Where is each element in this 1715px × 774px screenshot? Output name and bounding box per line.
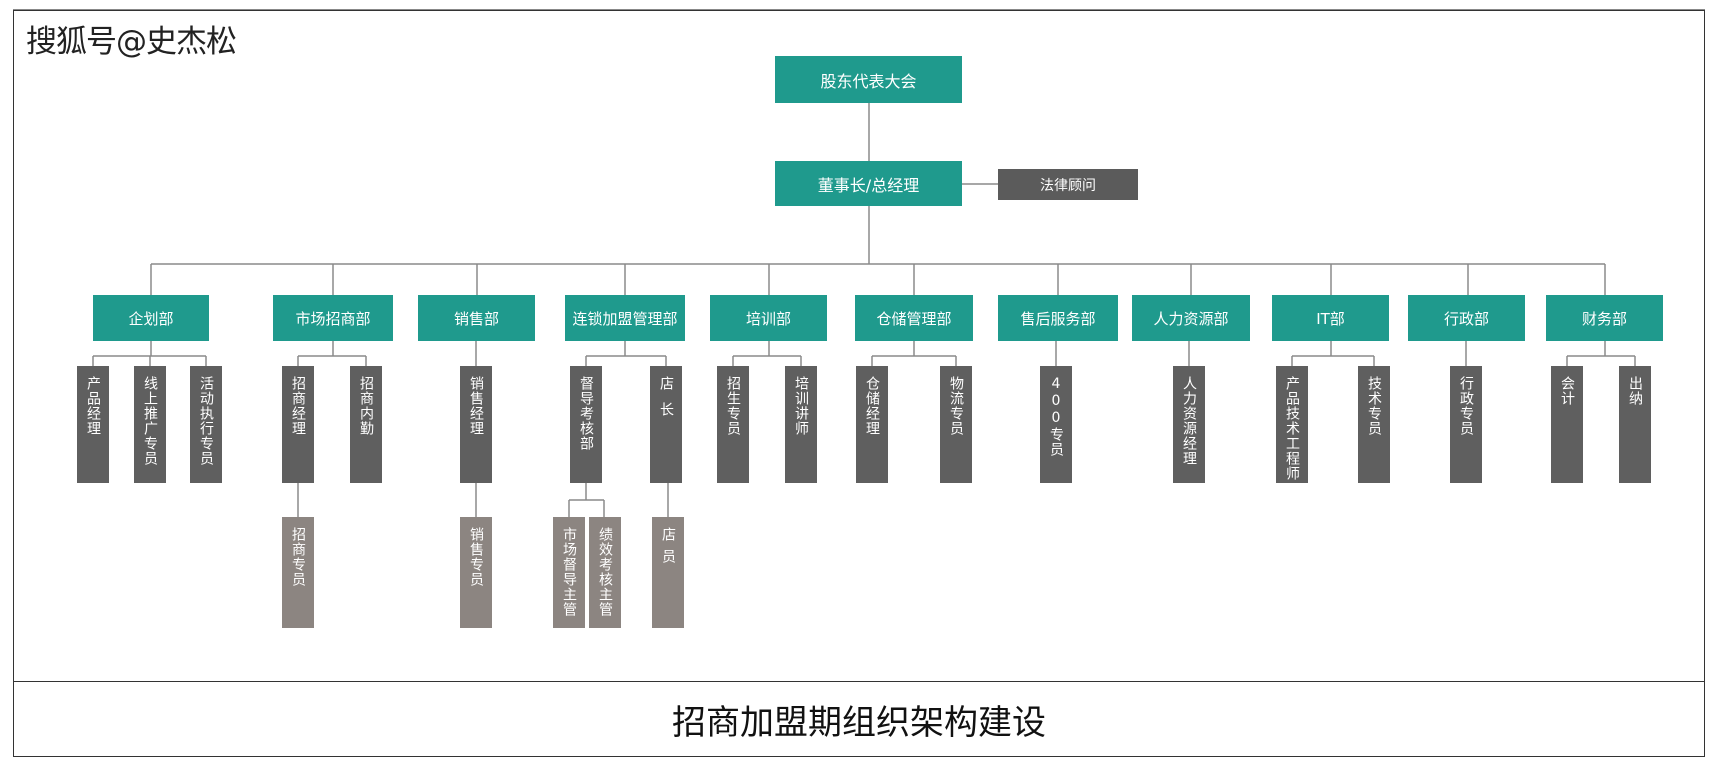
role-performance-supervisor: 绩效考核主管 xyxy=(589,517,621,628)
dept-after-sales: 售后服务部 xyxy=(998,295,1118,341)
dept-hr: 人力资源部 xyxy=(1132,295,1250,341)
dept-warehouse: 仓储管理部 xyxy=(855,295,973,341)
role-product-manager: 产品经理 xyxy=(77,366,109,483)
role-investment-clerk: 招商内勤 xyxy=(350,366,382,483)
top-rule xyxy=(13,9,1705,10)
role-store-clerk: 店员 xyxy=(652,517,684,628)
node-legal-advisor: 法律顾问 xyxy=(998,169,1138,200)
watermark: 搜狐号@史杰松 xyxy=(26,24,237,60)
dept-planning: 企划部 xyxy=(93,295,209,341)
role-online-promotion: 线上推广专员 xyxy=(134,366,166,483)
role-event-execution: 活动执行专员 xyxy=(190,366,222,483)
role-investment-manager: 招商经理 xyxy=(282,366,314,483)
role-accountant: 会计 xyxy=(1551,366,1583,483)
role-admin-specialist: 行政专员 xyxy=(1450,366,1482,483)
dept-admin: 行政部 xyxy=(1408,295,1525,341)
dept-sales: 销售部 xyxy=(418,295,535,341)
node-shareholders-assembly: 股东代表大会 xyxy=(775,56,962,103)
role-enrollment: 招生专员 xyxy=(717,366,749,483)
role-tech-specialist: 技术专员 xyxy=(1358,366,1390,483)
figure-caption: 招商加盟期组织架构建设 xyxy=(672,703,1046,743)
role-400-service: 400专员 xyxy=(1040,366,1072,483)
role-trainer: 培训讲师 xyxy=(785,366,817,483)
role-hr-manager: 人力资源经理 xyxy=(1173,366,1205,483)
role-sales-manager: 销售经理 xyxy=(460,366,492,483)
role-store-manager: 店长 xyxy=(650,366,682,483)
node-chairman: 董事长/总经理 xyxy=(775,161,962,206)
role-warehouse-manager: 仓储经理 xyxy=(856,366,888,483)
role-product-engineer: 产品技术工程师 xyxy=(1276,366,1308,483)
dept-chain-franchise: 连锁加盟管理部 xyxy=(565,295,685,341)
role-cashier: 出纳 xyxy=(1619,366,1651,483)
role-logistics: 物流专员 xyxy=(940,366,972,483)
dept-training: 培训部 xyxy=(710,295,827,341)
role-sales-specialist: 销售专员 xyxy=(460,517,492,628)
role-investment-specialist: 招商专员 xyxy=(282,517,314,628)
dept-market-investment: 市场招商部 xyxy=(273,295,393,341)
figure-frame xyxy=(13,10,1705,757)
caption-divider xyxy=(13,681,1705,682)
dept-finance: 财务部 xyxy=(1546,295,1663,341)
role-market-supervisor: 市场督导主管 xyxy=(553,517,585,628)
role-supervision-dept: 督导考核部 xyxy=(570,366,602,483)
dept-it: IT部 xyxy=(1272,295,1389,341)
